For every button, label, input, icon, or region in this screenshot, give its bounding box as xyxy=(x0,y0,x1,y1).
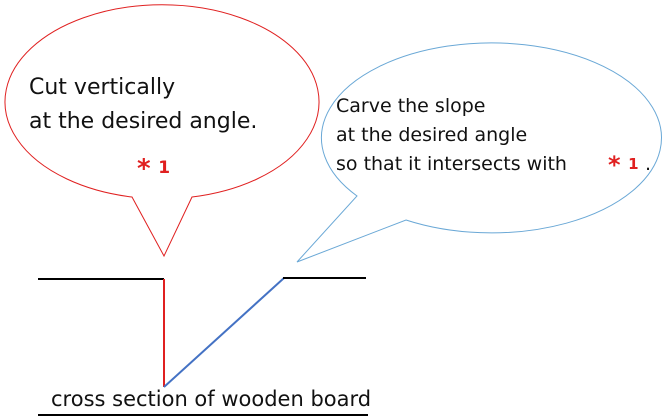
right-bubble-line-2: at the desired angle xyxy=(336,124,527,146)
left-speech-bubble xyxy=(4,4,320,258)
left-marker-number: 1 xyxy=(158,158,170,178)
right-marker-star: * xyxy=(608,151,621,179)
right-marker-number: 1 xyxy=(628,155,638,173)
right-speech-bubble xyxy=(296,42,662,263)
board-caption: cross section of wooden board xyxy=(51,387,371,411)
right-bubble-line-3-text: so that it intersects with xyxy=(336,153,567,175)
right-bubble-period: . xyxy=(645,153,651,175)
right-bubble-line-1: Carve the slope xyxy=(336,95,485,117)
left-marker-star: * xyxy=(137,154,151,184)
left-bubble-line-2: at the desired angle. xyxy=(29,109,257,134)
right-bubble-line-3: so that it intersects with xyxy=(336,153,567,175)
right-bubble-marker: * 1 xyxy=(608,151,639,179)
slope-cut-line xyxy=(163,277,285,388)
left-bubble-marker: * 1 xyxy=(137,154,170,184)
left-bubble-line-1: Cut vertically xyxy=(29,75,175,100)
